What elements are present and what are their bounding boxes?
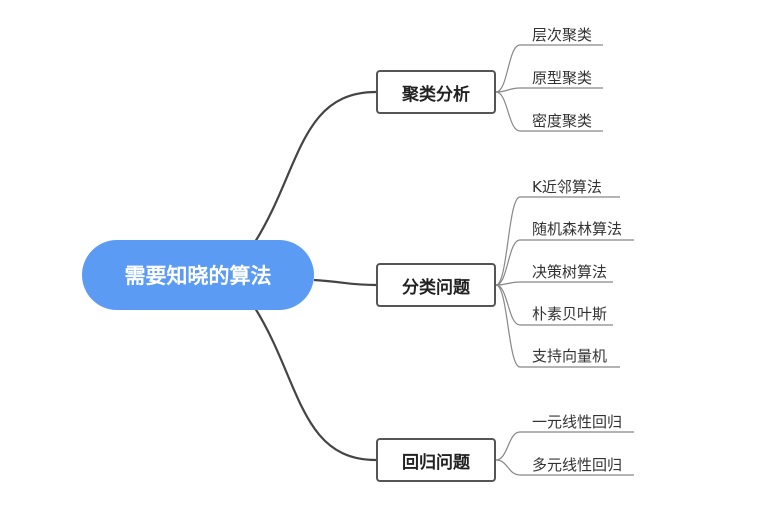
clustering-leaf-line [495, 44, 603, 93]
classification-leaf-line [495, 196, 620, 286]
classification-leaf-line [495, 284, 620, 368]
classification-leaf-line [495, 239, 634, 286]
leaf-prototype-clustering: 原型聚类 [532, 69, 593, 87]
root-to-regression-line [254, 307, 377, 462]
branch-regression: 回归问题 [376, 438, 496, 482]
regression-leaf-line [495, 431, 634, 461]
leaf-knn: K近邻算法 [532, 178, 602, 196]
root-to-clustering-line [254, 90, 377, 243]
leaf-decision-tree: 决策树算法 [532, 263, 608, 281]
leaf-svm: 支持向量机 [532, 347, 608, 365]
root-to-classification-line [313, 278, 377, 287]
root-topic: 需要知晓的算法 [82, 240, 314, 310]
leaf-random-forest: 随机森林算法 [532, 220, 623, 238]
branch-classification: 分类问题 [376, 263, 496, 307]
leaf-naive-bayes: 朴素贝叶斯 [532, 305, 608, 323]
clustering-leaf-line [495, 91, 603, 132]
leaf-density-clustering: 密度聚类 [532, 112, 593, 130]
branch-clustering: 聚类分析 [376, 70, 496, 114]
regression-leaf-line [495, 459, 634, 476]
clustering-leaf-line [495, 87, 603, 93]
leaf-hierarchical-clustering: 层次聚类 [532, 26, 593, 44]
classification-leaf-line [495, 284, 613, 326]
leaf-multiple-linear-regression: 多元线性回归 [532, 456, 623, 474]
classification-leaf-line [495, 281, 613, 286]
leaf-simple-linear-regression: 一元线性回归 [532, 413, 623, 431]
connector-lines [254, 44, 634, 476]
